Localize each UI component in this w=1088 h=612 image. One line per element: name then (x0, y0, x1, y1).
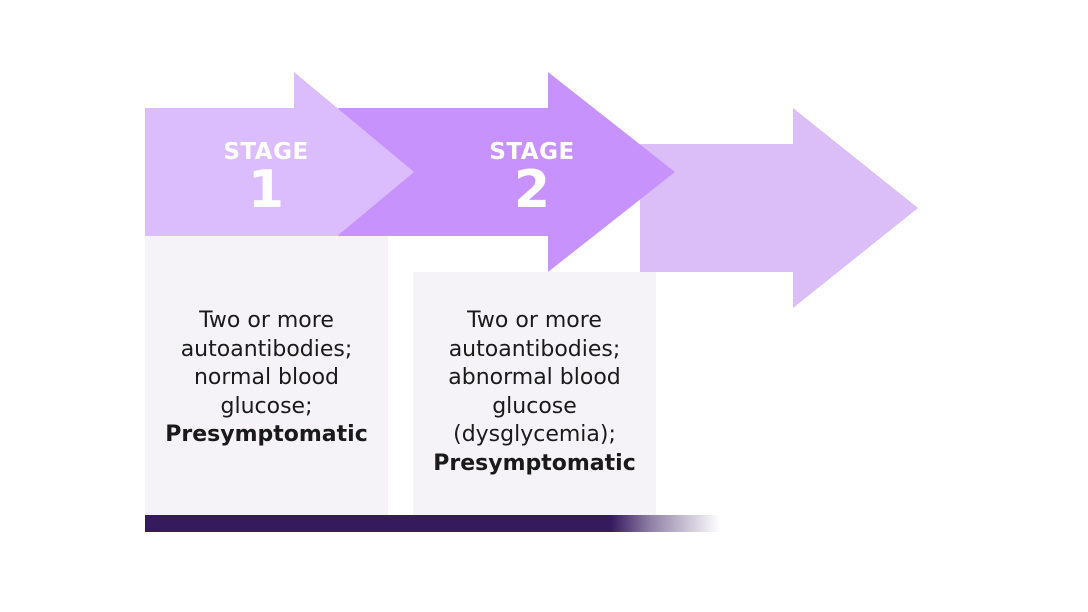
stage-2-box (413, 272, 656, 515)
timeline-bar (145, 515, 720, 532)
stage-status-label: Presymptomatic (433, 450, 636, 476)
description-line: Two or more (467, 308, 602, 333)
description-line: Two or more (199, 308, 334, 333)
description-line: normal blood (193, 365, 340, 390)
description-line: glucose (492, 393, 577, 419)
stage-2-word: STAGE (489, 139, 575, 165)
stage-1-word: STAGE (223, 139, 309, 165)
stage-1-box (145, 236, 388, 515)
stage-2-label: STAGE 2 (472, 139, 592, 220)
stage-2-description: Two or more autoantibodies; abnormal blood… (413, 307, 656, 478)
stage-2-number: 2 (513, 160, 551, 220)
stage-2-arrow (338, 72, 675, 272)
stage-1-arrow (145, 72, 414, 272)
stage-1-number: 1 (247, 160, 285, 220)
description-line: autoantibodies; (448, 336, 621, 362)
stage-status-label: Presymptomatic (165, 422, 368, 447)
stage-3-arrow (640, 108, 918, 308)
stage-1-description: Two or more autoantibodies; normal blood gl… (145, 307, 388, 450)
description-line: autoantibodies; (180, 336, 353, 362)
description-line: abnormal blood (448, 365, 621, 390)
description-line: (dysglycemia); (453, 422, 616, 447)
stage-1-label: STAGE 1 (206, 139, 326, 220)
description-line: glucose; (220, 393, 313, 419)
